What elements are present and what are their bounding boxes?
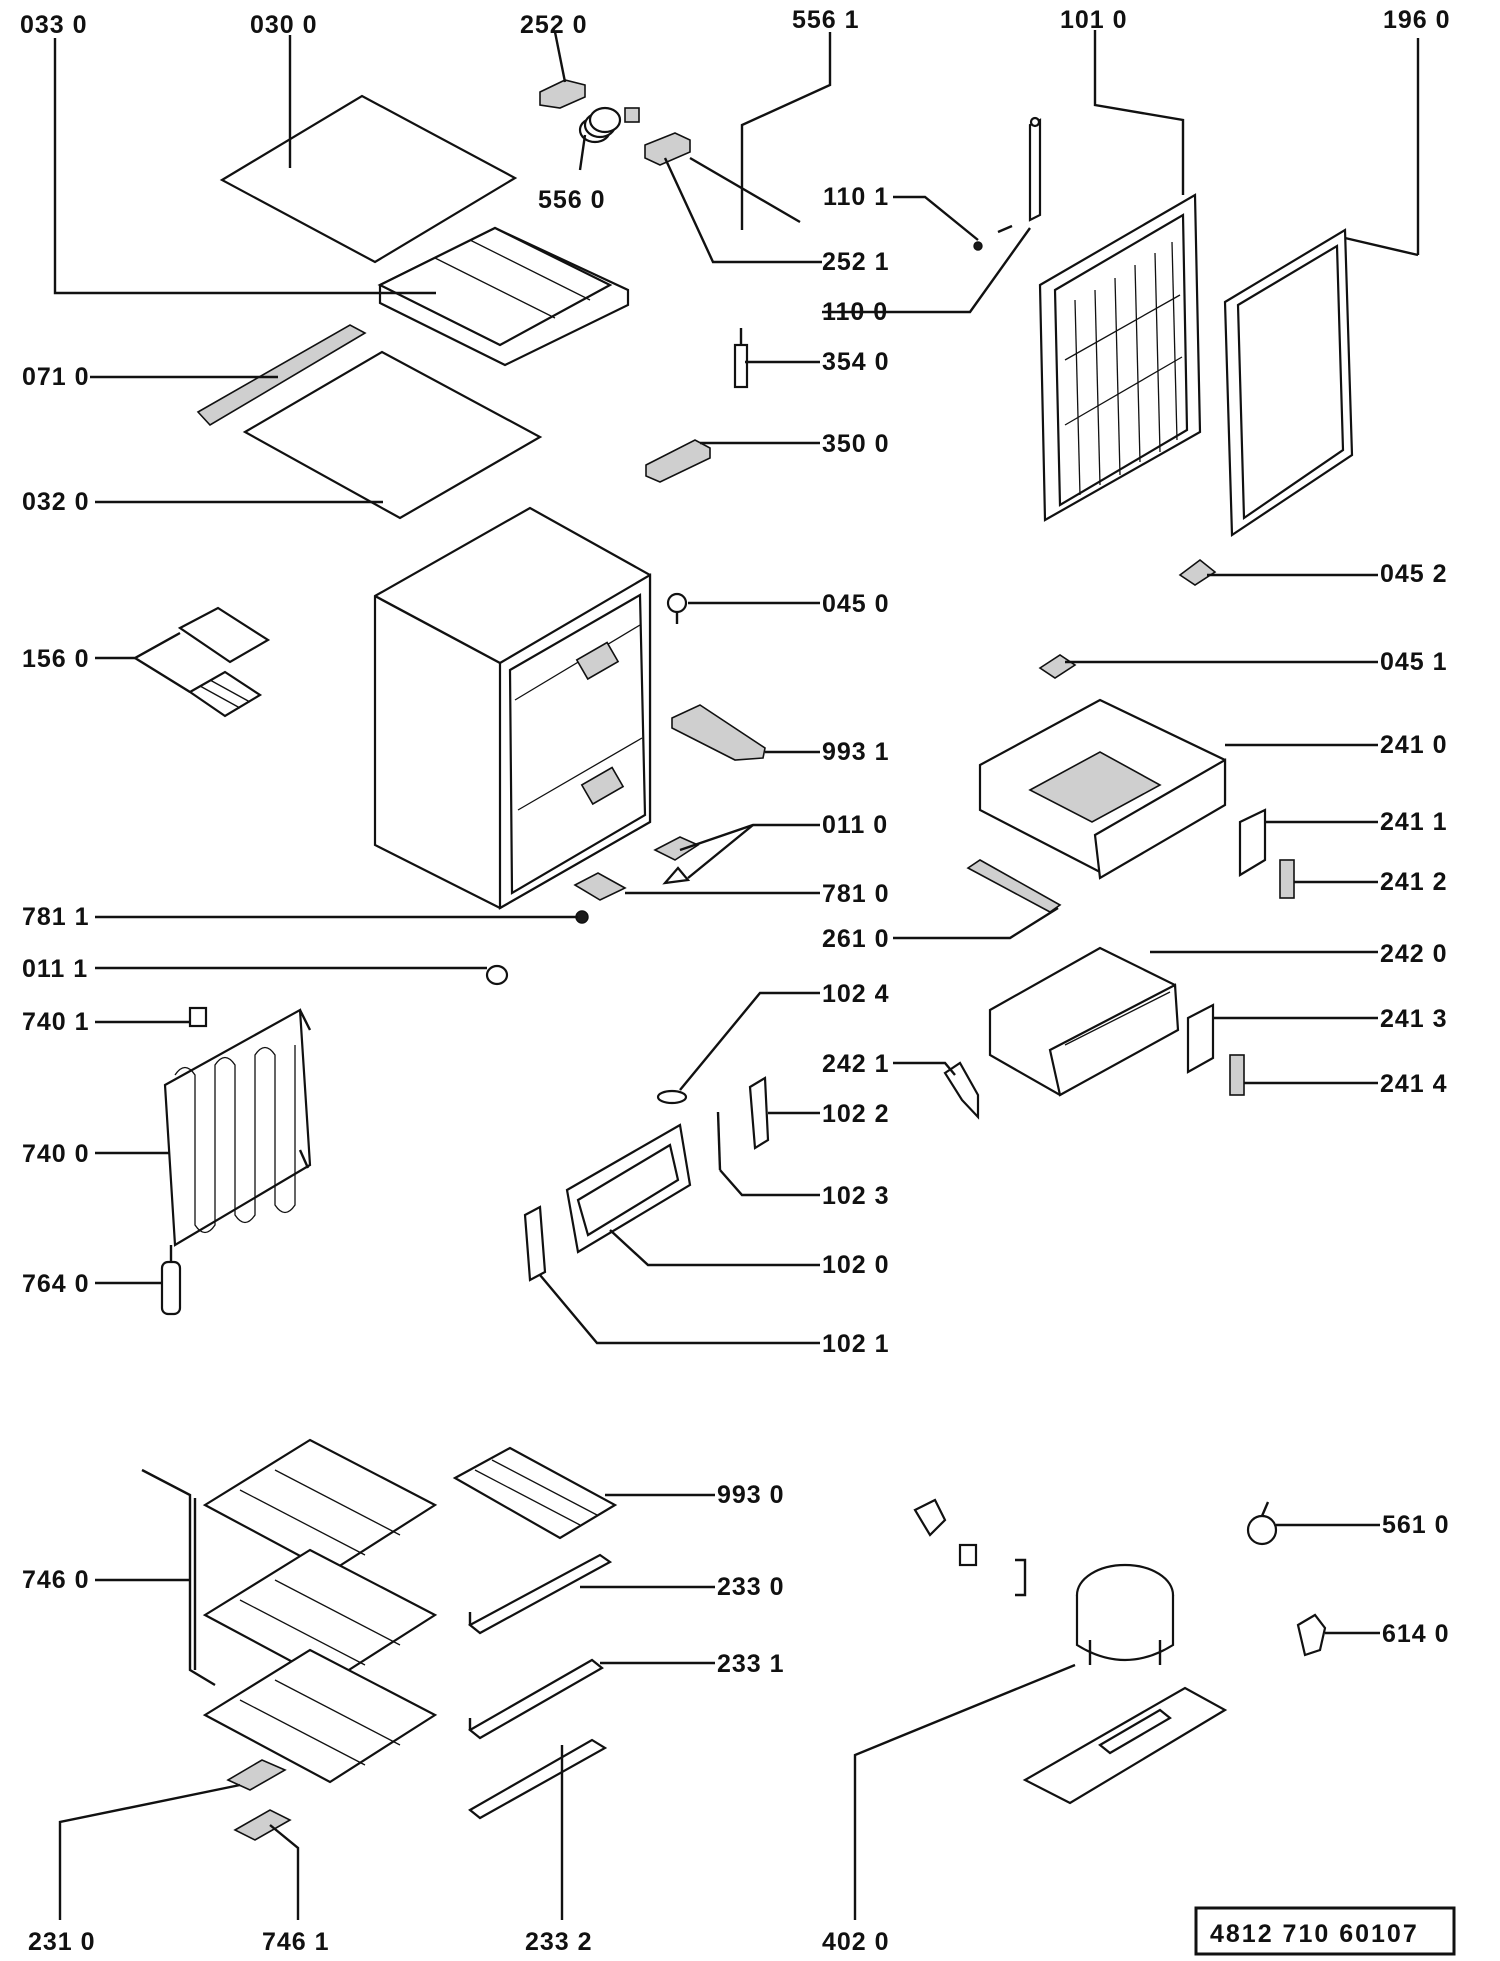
drawing-code: 4812 710 60107: [1210, 1920, 1419, 1948]
label-241-4: 241 4: [1380, 1070, 1448, 1098]
part-spring: [578, 106, 640, 144]
label-071-0: 071 0: [22, 363, 90, 391]
part-small-plates: [226, 1759, 292, 1841]
part-shelf-front: [196, 324, 367, 427]
label-011-0: 011 0: [822, 811, 888, 839]
label-102-0: 102 0: [822, 1251, 890, 1279]
label-156-0: 156 0: [22, 645, 90, 673]
label-746-1: 746 1: [262, 1928, 330, 1956]
part-shelf-support: [671, 704, 766, 761]
part-top-panel: [219, 94, 518, 264]
label-233-2: 233 2: [525, 1928, 593, 1956]
label-556-0: 556 0: [538, 186, 606, 214]
label-242-0: 242 0: [1380, 940, 1448, 968]
part-hinge-block: [644, 132, 801, 224]
label-556-1: 556 1: [792, 6, 860, 34]
label-110-0: 110 0: [822, 298, 888, 326]
part-labels: 033 0 030 0 252 0 556 1 101 0 196 0 556 …: [20, 6, 1451, 1956]
label-045-0: 045 0: [822, 590, 890, 618]
label-242-1: 242 1: [822, 1050, 890, 1078]
part-door: [1038, 193, 1202, 522]
label-231-0: 231 0: [28, 1928, 96, 1956]
part-clip: [188, 1006, 208, 1028]
part-drawer-handles-upper: [1238, 808, 1295, 899]
part-grid-shelf: [452, 1446, 618, 1540]
part-thermostat-bracket: [645, 439, 711, 483]
part-compressor-accessories: [913, 1498, 1027, 1597]
label-101-0: 101 0: [1060, 6, 1128, 34]
label-045-1: 045 1: [1380, 648, 1448, 676]
part-compressor: [1022, 1563, 1228, 1805]
drawing-code-box: 4812 710 60107: [1194, 1906, 1456, 1956]
leader-lines: [53, 30, 1420, 1920]
label-781-1: 781 1: [22, 903, 90, 931]
label-045-2: 045 2: [1380, 560, 1448, 588]
label-252-1: 252 1: [822, 248, 890, 276]
label-102-2: 102 2: [822, 1100, 890, 1128]
label-561-0: 561 0: [1382, 1511, 1450, 1539]
part-pin: [733, 328, 749, 389]
label-746-0: 746 0: [22, 1566, 90, 1594]
label-350-0: 350 0: [822, 430, 890, 458]
label-252-0: 252 0: [520, 11, 588, 39]
label-993-0: 993 0: [717, 1481, 785, 1509]
part-screw: [666, 592, 688, 624]
part-door-gasket: [1223, 228, 1354, 538]
part-cabinet: [373, 506, 652, 910]
label-241-2: 241 2: [1380, 868, 1448, 896]
part-small-hinges: [1038, 558, 1217, 679]
label-740-1: 740 1: [22, 1008, 90, 1036]
label-354-0: 354 0: [822, 348, 890, 376]
part-ice-trays: [177, 606, 271, 718]
label-102-1: 102 1: [822, 1330, 890, 1358]
part-door-hinge-bar: [973, 116, 1042, 251]
part-door-racks: [468, 1553, 613, 1820]
label-033-0: 033 0: [20, 11, 88, 39]
part-worktop: [377, 226, 630, 367]
part-glass-shelf: [242, 350, 543, 520]
label-764-0: 764 0: [22, 1270, 90, 1298]
label-781-0: 781 0: [822, 880, 890, 908]
part-crisper-upper: [978, 698, 1227, 880]
part-condenser: [163, 1008, 312, 1247]
label-110-1: 110 1: [823, 183, 889, 211]
part-runner: [943, 1061, 980, 1120]
part-relay-parts: [1246, 1501, 1327, 1657]
part-latch: [656, 1089, 688, 1105]
part-drawer-handles-lower: [1186, 1003, 1245, 1096]
label-241-3: 241 3: [1380, 1005, 1448, 1033]
part-evaporator: [141, 1438, 438, 1784]
label-740-0: 740 0: [22, 1140, 90, 1168]
label-993-1: 993 1: [822, 738, 890, 766]
label-196-0: 196 0: [1383, 6, 1451, 34]
label-030-0: 030 0: [250, 11, 318, 39]
part-bracket: [573, 872, 627, 901]
label-011-1: 011 1: [22, 955, 88, 983]
part-flap-door: [565, 1123, 692, 1254]
part-side-hinge: [523, 1205, 547, 1282]
label-233-0: 233 0: [717, 1573, 785, 1601]
part-dryer: [160, 1245, 182, 1316]
part-rail: [966, 859, 1062, 913]
label-102-4: 102 4: [822, 980, 890, 1008]
part-flap-hinge: [716, 1076, 770, 1171]
part-hinge: [539, 79, 586, 109]
label-241-0: 241 0: [1380, 731, 1448, 759]
label-402-0: 402 0: [822, 1928, 890, 1956]
part-crisper-lower: [988, 946, 1180, 1097]
label-261-0: 261 0: [822, 925, 890, 953]
label-233-1: 233 1: [717, 1650, 785, 1678]
label-102-3: 102 3: [822, 1182, 890, 1210]
part-foot-knob: [485, 964, 509, 986]
label-032-0: 032 0: [22, 488, 90, 516]
label-614-0: 614 0: [1382, 1620, 1450, 1648]
label-241-1: 241 1: [1380, 808, 1448, 836]
